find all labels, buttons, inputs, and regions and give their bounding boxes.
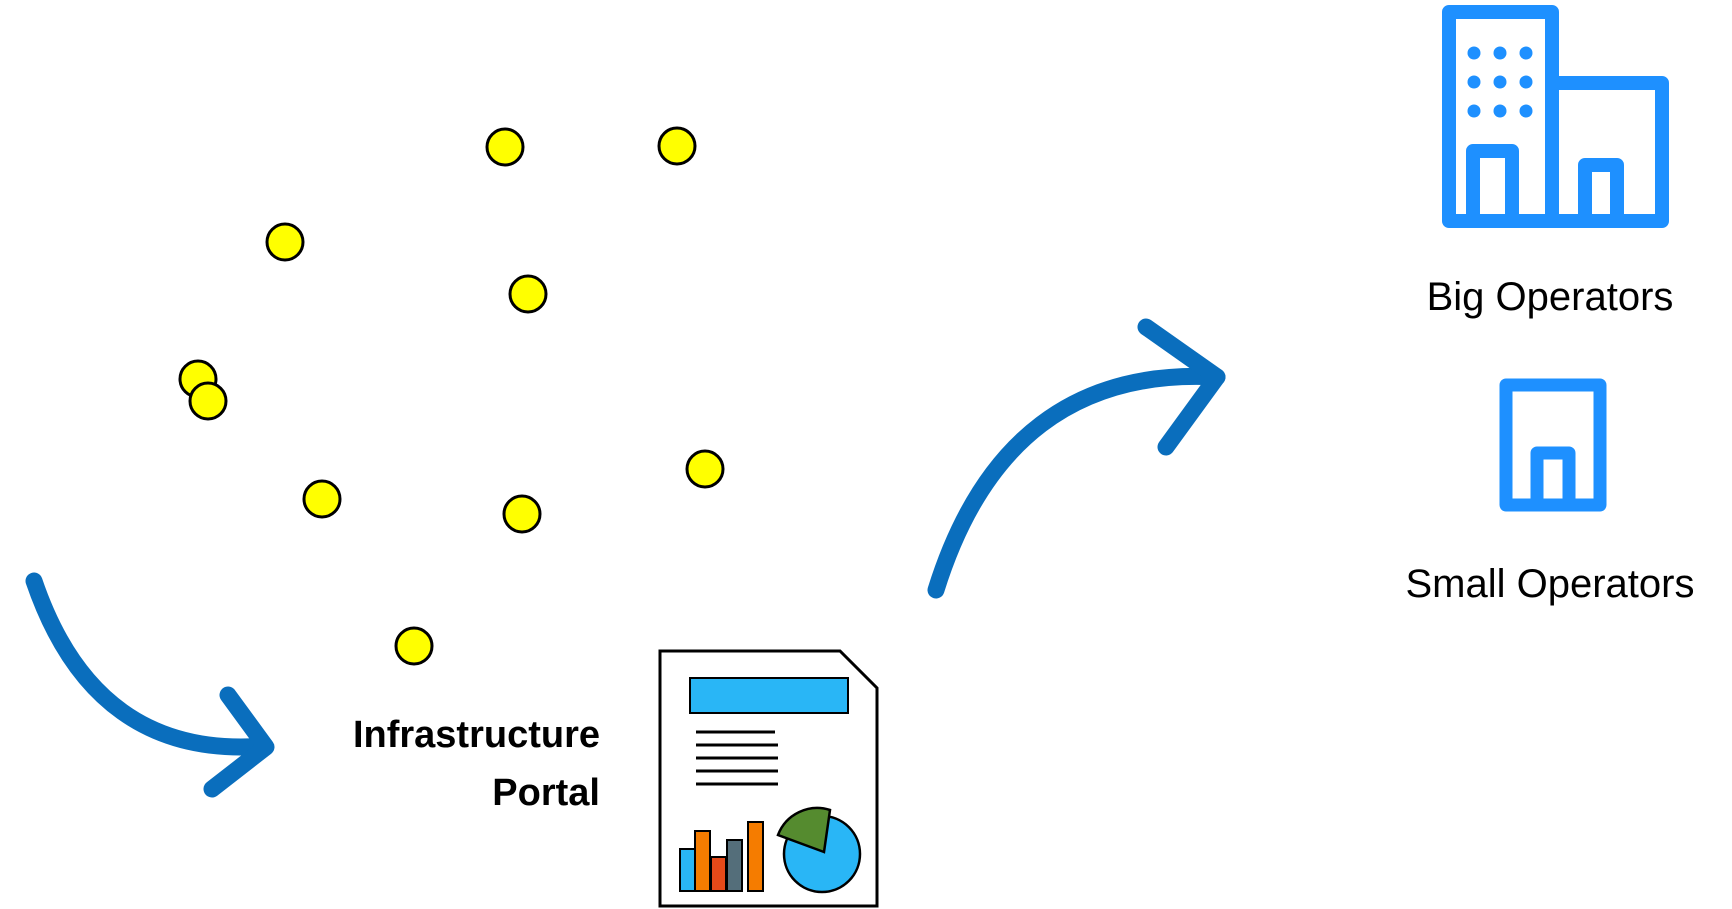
portal-label-line2: Portal	[492, 772, 600, 814]
large-building-icon	[1442, 5, 1669, 228]
arrow-head	[203, 686, 275, 798]
data-point-icon	[508, 274, 548, 314]
arrow-shaft	[25, 572, 274, 756]
report-document-icon	[658, 649, 879, 908]
data-point-icon	[485, 127, 525, 167]
small-building-icon	[1499, 378, 1607, 512]
data-points-cluster	[178, 126, 725, 666]
data-point-icon	[394, 626, 434, 666]
big-operators-label: Big Operators	[1426, 275, 1674, 319]
data-point-icon	[502, 494, 542, 534]
arrow-shaft	[927, 367, 1226, 599]
pie-chart-icon	[776, 806, 862, 894]
report-text-lines	[696, 730, 778, 786]
data-point-icon	[188, 381, 228, 421]
small-operators-label: Small Operators	[1405, 562, 1695, 606]
curved-arrow-icon	[927, 318, 1226, 599]
portal-label-line1: Infrastructure	[352, 714, 600, 756]
data-point-icon	[685, 449, 725, 489]
data-point-icon	[265, 222, 305, 262]
arrow-head	[1137, 318, 1226, 456]
bar-chart-icon	[679, 821, 764, 892]
curved-arrow-icon	[25, 572, 275, 798]
report-header-bar	[689, 677, 849, 714]
portal-label: Infrastructure Portal	[260, 706, 600, 822]
data-point-icon	[657, 126, 697, 166]
data-point-icon	[302, 479, 342, 519]
